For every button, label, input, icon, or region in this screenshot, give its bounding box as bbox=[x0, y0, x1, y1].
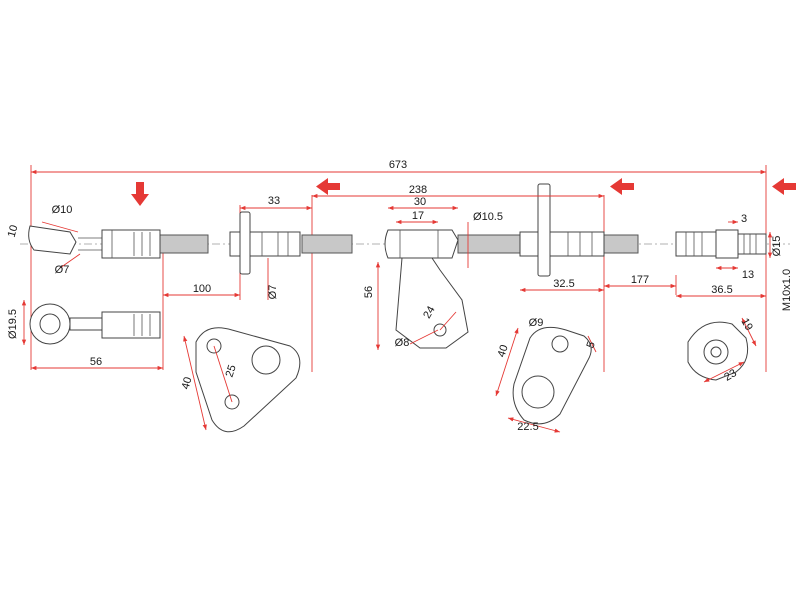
bracket-plate-2-hole-small bbox=[551, 335, 569, 353]
plate1-25-label: 25 bbox=[224, 363, 239, 378]
clamp-tab bbox=[395, 257, 469, 349]
dia-9-label: Ø9 bbox=[529, 317, 544, 329]
hex-19-label: 19 bbox=[738, 316, 755, 333]
arrow-left-icon bbox=[610, 178, 634, 195]
dia-10-label: Ø10 bbox=[52, 204, 73, 216]
banjo-inner bbox=[39, 313, 61, 335]
plate2-5-label: 5 bbox=[584, 340, 597, 350]
dim-36-5-label: 36.5 bbox=[711, 284, 732, 296]
dim-177-label: 177 bbox=[631, 274, 649, 286]
ferrule-left bbox=[101, 229, 161, 259]
arrow-left-icon bbox=[772, 178, 796, 195]
arrow-down-icon bbox=[131, 182, 149, 206]
dia-7-left-label: Ø7 bbox=[55, 264, 70, 276]
middle-clamp bbox=[384, 229, 459, 259]
location-arrows bbox=[131, 178, 796, 206]
dim-56-bottom-label: 56 bbox=[90, 356, 102, 368]
plate2-22-5-label: 22.5 bbox=[517, 421, 538, 433]
hose-assembly bbox=[20, 183, 790, 349]
angle-10-label: 10 bbox=[6, 224, 21, 239]
banjo-fitting-left bbox=[28, 225, 77, 255]
dim-32-5-label: 32.5 bbox=[553, 278, 574, 290]
dia-15-label: Ø15 bbox=[771, 236, 783, 257]
bracket-plate-1-hole-large bbox=[251, 345, 281, 375]
hose-segment bbox=[601, 234, 639, 254]
bracket-plate-2 bbox=[537, 183, 551, 277]
hose-segment bbox=[159, 234, 209, 254]
dimension-labels: 673 238 33 30 17 100 177 32.5 36.5 56 3 … bbox=[6, 159, 793, 433]
dimension-lines bbox=[21, 169, 773, 371]
plate2-40-label: 40 bbox=[496, 343, 511, 358]
hex-bore-inner bbox=[710, 346, 722, 358]
hose-segment bbox=[301, 234, 353, 254]
dim-17-label: 17 bbox=[412, 210, 424, 222]
dia-8-label: Ø8 bbox=[395, 337, 410, 349]
dim-100-label: 100 bbox=[193, 283, 211, 295]
ferrule-right bbox=[675, 231, 717, 257]
radius-24-label: 24 bbox=[421, 304, 438, 321]
dia-10-5-label: Ø10.5 bbox=[473, 211, 503, 223]
dim-30-label: 30 bbox=[414, 196, 426, 208]
bracket-plate-2-detail bbox=[495, 326, 597, 433]
plate1-40-label: 40 bbox=[180, 376, 195, 391]
bracket-plate-2-hole-large bbox=[521, 375, 555, 409]
dim-3-label: 3 bbox=[741, 213, 747, 225]
dim-33-label: 33 bbox=[268, 195, 280, 207]
hex-nut bbox=[715, 229, 739, 259]
ferrule-bracket-2 bbox=[519, 231, 605, 257]
bracket-plate-1-detail bbox=[183, 327, 301, 433]
height-56-label: 56 bbox=[363, 286, 375, 298]
banjo-ferrule bbox=[101, 311, 161, 339]
dim-238-label: 238 bbox=[409, 184, 427, 196]
dim-13-label: 13 bbox=[742, 269, 754, 281]
dia-19-5-label: Ø19.5 bbox=[7, 309, 19, 339]
banjo-neck bbox=[69, 317, 103, 331]
thread-end bbox=[737, 233, 767, 255]
overall-length-label: 673 bbox=[389, 159, 407, 171]
thread-label: M10x1.0 bbox=[781, 269, 793, 311]
banjo-side-view bbox=[29, 303, 161, 345]
hex-end-view bbox=[687, 317, 757, 383]
arrow-left-icon bbox=[316, 178, 340, 195]
hex-23-label: 23 bbox=[722, 367, 739, 384]
hose-segment bbox=[457, 234, 521, 254]
bracket-plate-1 bbox=[239, 211, 251, 275]
dia-7-mid-label: Ø7 bbox=[267, 285, 279, 300]
